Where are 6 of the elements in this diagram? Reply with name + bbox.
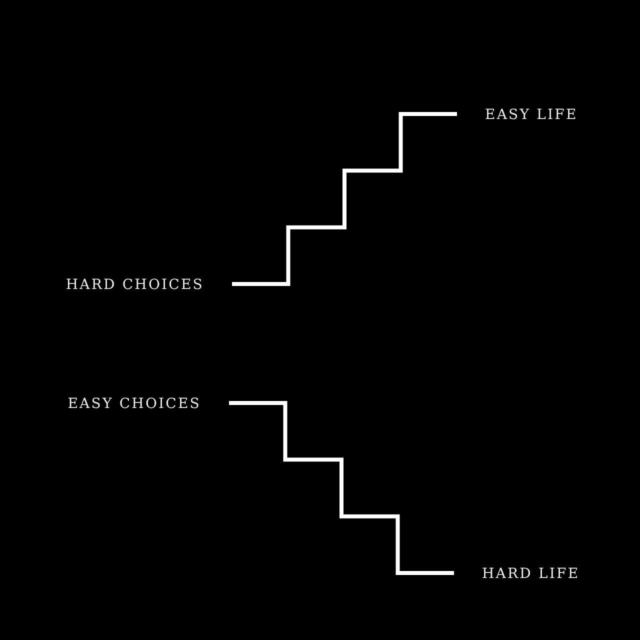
text-label: HARD LIFE: [482, 565, 580, 583]
staircase-line: [232, 112, 457, 286]
text-label: HARD CHOICES: [66, 276, 204, 294]
text-label: EASY LIFE: [485, 106, 578, 124]
staircase-line: [229, 401, 454, 575]
text-label: EASY CHOICES: [68, 395, 201, 413]
